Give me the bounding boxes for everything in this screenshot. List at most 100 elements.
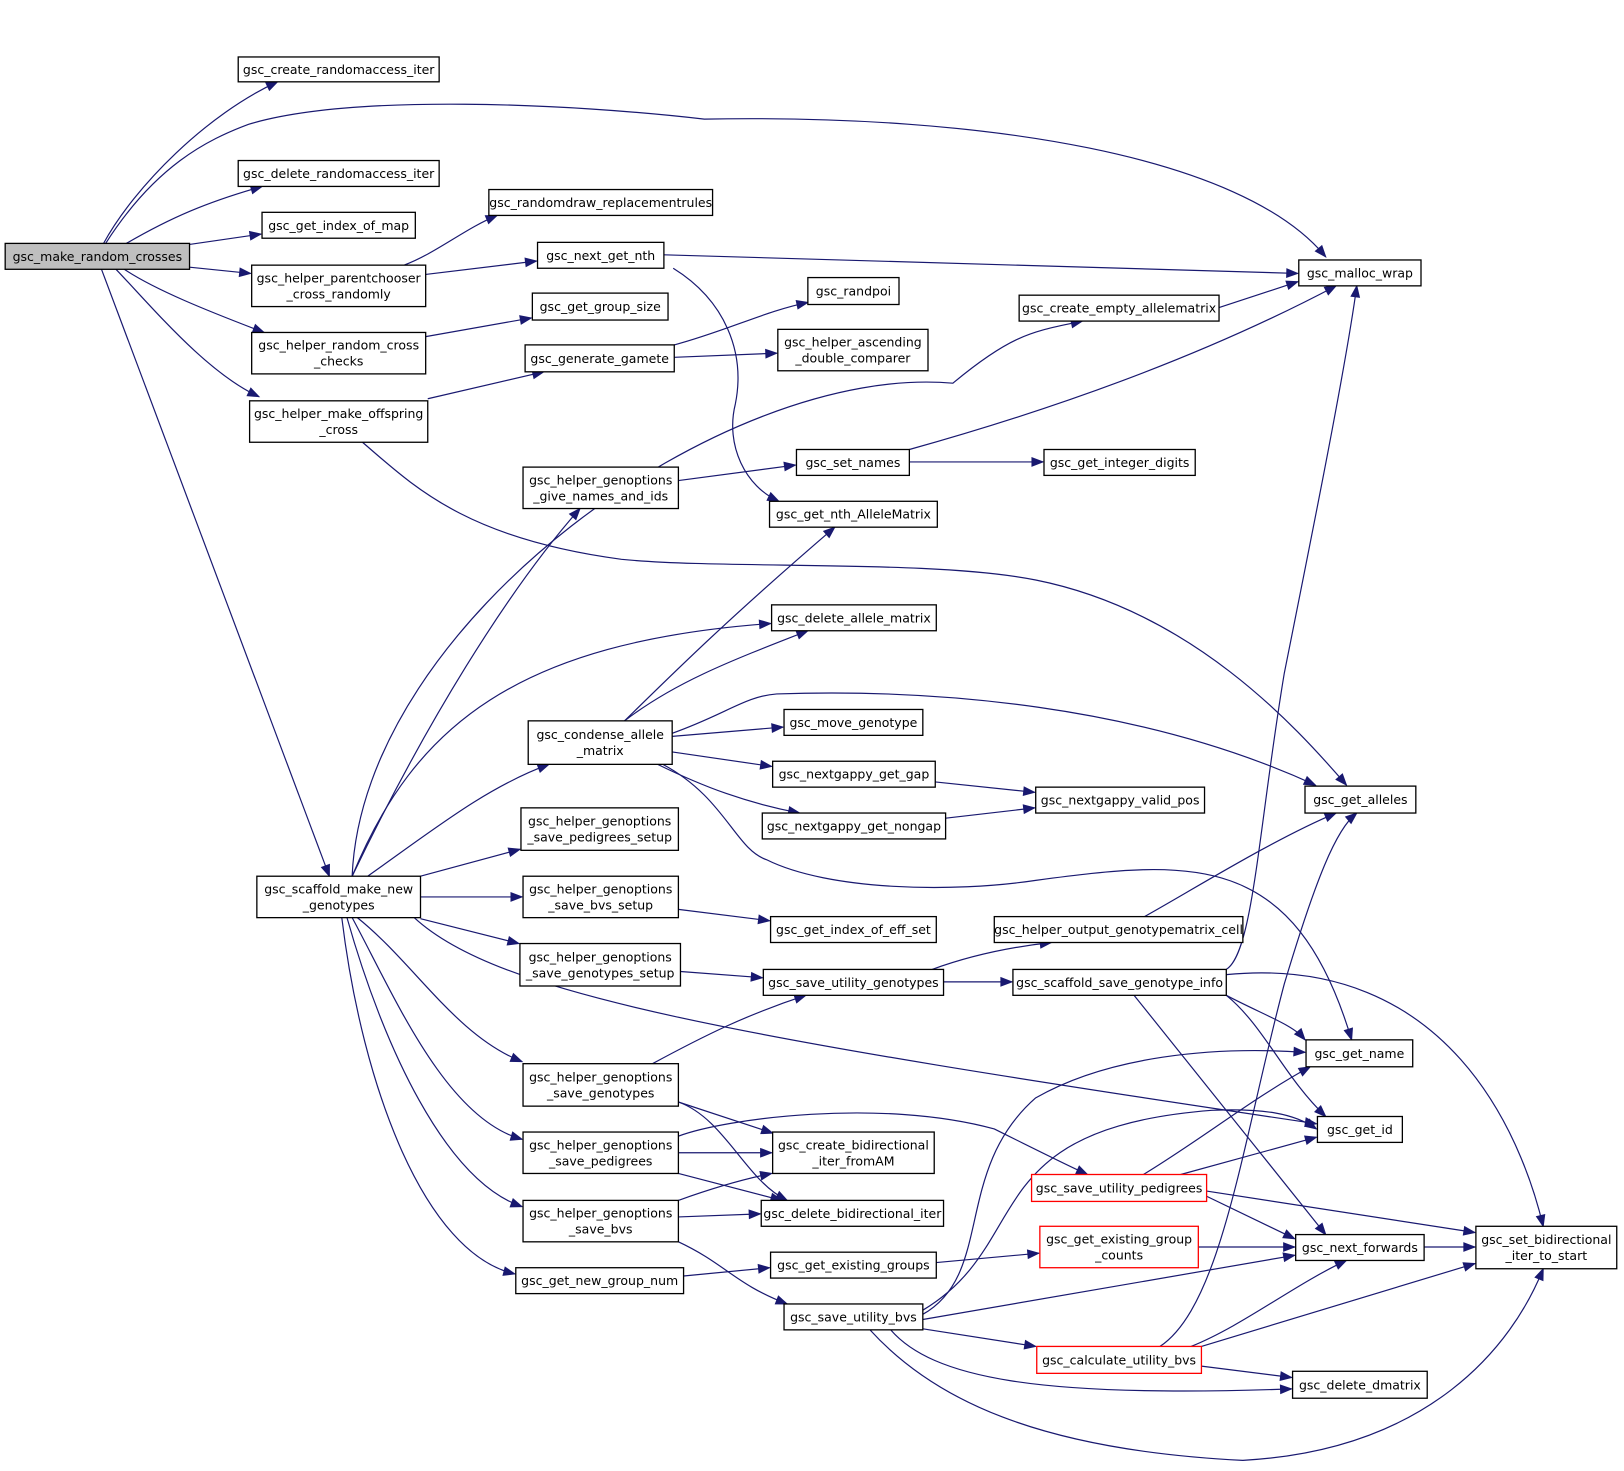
node-cbi[interactable]: gsc_create_bidirectional_iter_fromAM bbox=[771, 1131, 935, 1175]
node-label: gsc_scaffold_make_new bbox=[264, 881, 413, 896]
node-had[interactable]: gsc_helper_ascending_double_comparer bbox=[777, 328, 929, 372]
arrowhead bbox=[320, 863, 330, 878]
edge-line bbox=[922, 1050, 1306, 1315]
node-mg[interactable]: gsc_move_genotype bbox=[783, 708, 924, 737]
edge-hpc-to-rdr bbox=[403, 214, 499, 266]
node-ngng[interactable]: gsc_nextgappy_get_nongap bbox=[761, 812, 947, 840]
edge-line bbox=[189, 233, 262, 246]
node-hps[interactable]: gsc_helper_genoptions_save_pedigrees_set… bbox=[520, 807, 680, 851]
edge-hsb-to-sub bbox=[678, 1241, 789, 1305]
arrowhead bbox=[765, 348, 779, 359]
node-dbi[interactable]: gsc_delete_bidirectional_iter bbox=[760, 1199, 945, 1227]
node-ga[interactable]: gsc_get_alleles bbox=[1304, 785, 1417, 814]
node-label: gsc_helper_genoptions bbox=[529, 1206, 672, 1221]
edge-line bbox=[1143, 1066, 1311, 1176]
node-gna[interactable]: gsc_get_nth_AlleleMatrix bbox=[768, 500, 938, 528]
call-edges bbox=[100, 81, 1546, 1461]
node-gies[interactable]: gsc_get_index_of_eff_set bbox=[769, 915, 937, 944]
node-hpc[interactable]: gsc_helper_parentchooser_cross_randomly bbox=[251, 264, 427, 308]
edge-line bbox=[869, 1268, 1544, 1461]
arrowhead bbox=[759, 1170, 773, 1181]
arrowhead bbox=[1293, 1027, 1306, 1041]
node-gn[interactable]: gsc_get_name bbox=[1305, 1039, 1414, 1068]
edge-line bbox=[413, 917, 1317, 1125]
node-hgs[interactable]: gsc_helper_genoptions_save_genotypes_set… bbox=[519, 942, 682, 987]
node-sug[interactable]: gsc_save_utility_genotypes bbox=[762, 968, 945, 996]
node-box bbox=[237, 56, 440, 83]
node-ggs[interactable]: gsc_get_group_size bbox=[531, 292, 669, 321]
node-cam[interactable]: gsc_condense_allele_matrix bbox=[527, 720, 673, 766]
node-hsp[interactable]: gsc_helper_genoptions_save_pedigrees bbox=[522, 1131, 680, 1175]
arrowhead bbox=[1022, 804, 1037, 815]
node-hbs[interactable]: gsc_helper_genoptions_save_bvs_setup bbox=[522, 875, 680, 919]
node-cub[interactable]: gsc_calculate_utility_bvs bbox=[1036, 1345, 1203, 1375]
node-label: gsc_make_random_crosses bbox=[13, 249, 182, 264]
node-gg[interactable]: gsc_generate_gamete bbox=[524, 344, 675, 373]
arrowhead bbox=[760, 1124, 774, 1135]
node-label: gsc_create_empty_allelematrix bbox=[1022, 301, 1216, 316]
node-cea[interactable]: gsc_create_empty_allelematrix bbox=[1018, 294, 1220, 322]
node-hsg[interactable]: gsc_helper_genoptions_save_genotypes bbox=[522, 1063, 680, 1107]
edge-line bbox=[1201, 1365, 1292, 1379]
node-sub[interactable]: gsc_save_utility_bvs bbox=[783, 1303, 924, 1331]
edge-hmo-to-gg bbox=[427, 369, 546, 400]
node-geg[interactable]: gsc_get_existing_groups bbox=[769, 1251, 937, 1279]
node-box bbox=[771, 1131, 935, 1175]
edge-line bbox=[922, 1109, 1317, 1311]
node-gegc[interactable]: gsc_get_existing_group_counts bbox=[1039, 1225, 1199, 1269]
arrowhead bbox=[507, 847, 522, 858]
node-sn[interactable]: gsc_set_names bbox=[795, 448, 911, 477]
node-box bbox=[1036, 1345, 1203, 1375]
node-root[interactable]: gsc_make_random_crosses bbox=[4, 242, 191, 270]
node-gid[interactable]: gsc_get_integer_digits bbox=[1043, 448, 1196, 477]
arrowhead bbox=[1023, 1339, 1038, 1350]
node-box bbox=[1295, 1233, 1425, 1262]
node-dam[interactable]: gsc_delete_allele_matrix bbox=[770, 604, 937, 632]
edge-line bbox=[678, 1112, 1088, 1176]
node-ddm[interactable]: gsc_delete_dmatrix bbox=[1291, 1370, 1428, 1399]
node-cri[interactable]: gsc_create_randomaccess_iter bbox=[237, 56, 440, 83]
node-box bbox=[251, 264, 427, 308]
node-ngn[interactable]: gsc_next_get_nth bbox=[536, 241, 665, 269]
node-mw[interactable]: gsc_malloc_wrap bbox=[1298, 259, 1422, 287]
edge-line bbox=[356, 917, 523, 1063]
node-sbis[interactable]: gsc_set_bidirectional_iter_to_start bbox=[1475, 1225, 1618, 1270]
node-smn[interactable]: gsc_scaffold_make_new_genotypes bbox=[256, 875, 422, 919]
node-box bbox=[768, 500, 938, 528]
node-label: _double_comparer bbox=[794, 351, 911, 366]
arrowhead bbox=[758, 619, 772, 630]
arrowhead bbox=[757, 1263, 771, 1274]
edge-line bbox=[427, 371, 544, 400]
node-box bbox=[770, 604, 937, 632]
node-rdr[interactable]: gsc_randomdraw_replacementrules bbox=[488, 188, 714, 217]
edge-gngn-to-geg bbox=[683, 1263, 771, 1277]
node-gim[interactable]: gsc_get_index_of_map bbox=[261, 211, 416, 239]
node-dri[interactable]: gsc_delete_randomaccess_iter bbox=[237, 159, 440, 188]
edge-cam-to-ga bbox=[671, 692, 1317, 786]
node-box bbox=[488, 188, 714, 217]
node-label: gsc_delete_allele_matrix bbox=[777, 610, 931, 625]
arrowhead bbox=[1022, 786, 1037, 797]
edge-hrc-to-ggs bbox=[425, 315, 533, 338]
node-sup[interactable]: gsc_save_utility_pedigrees bbox=[1030, 1173, 1208, 1203]
node-label: gsc_delete_dmatrix bbox=[1299, 1377, 1421, 1392]
node-hrc[interactable]: gsc_helper_random_cross_checks bbox=[251, 331, 427, 375]
node-hmo[interactable]: gsc_helper_make_offspring_cross bbox=[248, 400, 429, 443]
edge-line bbox=[678, 908, 770, 922]
node-hgn[interactable]: gsc_helper_genoptions_give_names_and_ids bbox=[522, 466, 680, 510]
node-nf[interactable]: gsc_next_forwards bbox=[1295, 1233, 1425, 1262]
node-hogc[interactable]: gsc_helper_output_genotypematrix_cell bbox=[993, 915, 1244, 944]
node-label: gsc_create_randomaccess_iter bbox=[243, 62, 435, 77]
node-ngg[interactable]: gsc_nextgappy_get_gap bbox=[771, 760, 936, 788]
node-label: gsc_helper_genoptions bbox=[529, 1137, 672, 1152]
node-box bbox=[522, 466, 680, 510]
node-rp[interactable]: gsc_randpoi bbox=[807, 276, 900, 306]
node-nvp[interactable]: gsc_nextgappy_valid_pos bbox=[1035, 786, 1206, 814]
node-ssgi[interactable]: gsc_scaffold_save_genotype_info bbox=[1012, 968, 1227, 996]
edge-ngng-to-nvp bbox=[945, 804, 1037, 819]
node-gngn[interactable]: gsc_get_new_group_num bbox=[515, 1267, 685, 1295]
node-gi[interactable]: gsc_get_id bbox=[1316, 1115, 1404, 1144]
edge-sup-to-sbis bbox=[1206, 1190, 1477, 1236]
node-hsb[interactable]: gsc_helper_genoptions_save_bvs bbox=[522, 1199, 680, 1243]
node-box bbox=[761, 812, 947, 840]
